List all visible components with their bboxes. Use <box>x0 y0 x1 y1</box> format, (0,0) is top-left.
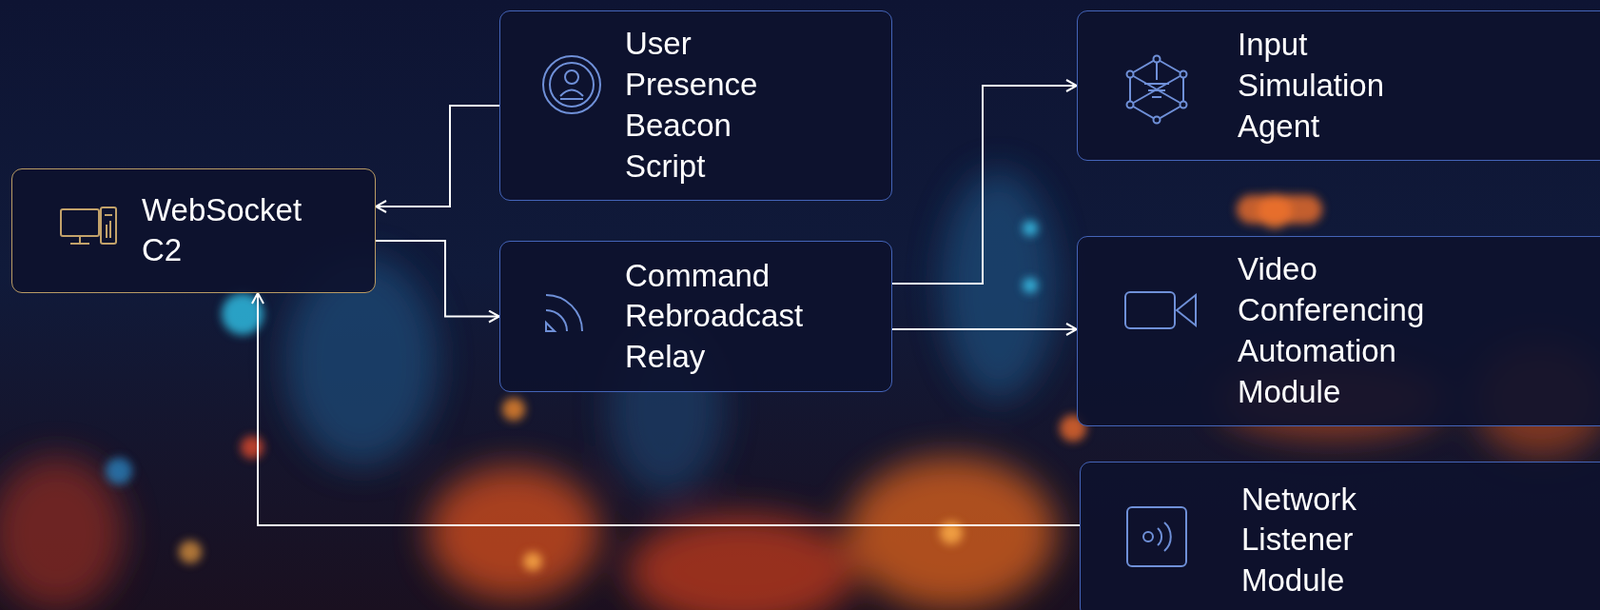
video-camera-icon <box>1125 292 1196 329</box>
text-group: Network Listener Module <box>1241 478 1386 602</box>
script-box: User Presence Beacon Script <box>499 10 893 201</box>
text-group: User Presence Beacon Script <box>624 23 747 188</box>
node-label: WebSocket C2 <box>141 190 302 273</box>
node-label: Command Rebroadcast Relay <box>624 254 803 378</box>
text-group: Video Conferencing Automation Module <box>1237 249 1383 413</box>
text-group: Command Rebroadcast Relay <box>624 254 803 378</box>
module-box: Network Listener Module <box>1079 461 1600 610</box>
flow-arrow <box>892 85 1077 284</box>
text-group: WebSocket C2 <box>141 190 302 273</box>
node-label: User Presence Beacon Script <box>624 23 747 188</box>
flow-arrow <box>375 105 500 207</box>
listener-icon <box>1127 507 1187 566</box>
broadcast-icon <box>546 294 583 332</box>
node-label: Video Conferencing Automation Module <box>1237 249 1383 413</box>
computer-icon <box>60 207 117 244</box>
server-box: WebSocket C2 <box>11 168 376 293</box>
user-beacon-icon <box>543 56 601 114</box>
relay-box: Command Rebroadcast Relay <box>499 240 893 392</box>
flow-arrow <box>892 328 1077 331</box>
node-label: Input Simulation Agent <box>1237 24 1383 148</box>
module-box: Video Conferencing Automation Module <box>1076 235 1600 427</box>
text-group: Input Simulation Agent <box>1237 24 1383 148</box>
agent-box: Input Simulation Agent <box>1076 10 1600 161</box>
flow-arrow <box>375 240 500 317</box>
network-hex-icon <box>1127 56 1188 124</box>
node-label: Network Listener Module <box>1241 478 1386 602</box>
